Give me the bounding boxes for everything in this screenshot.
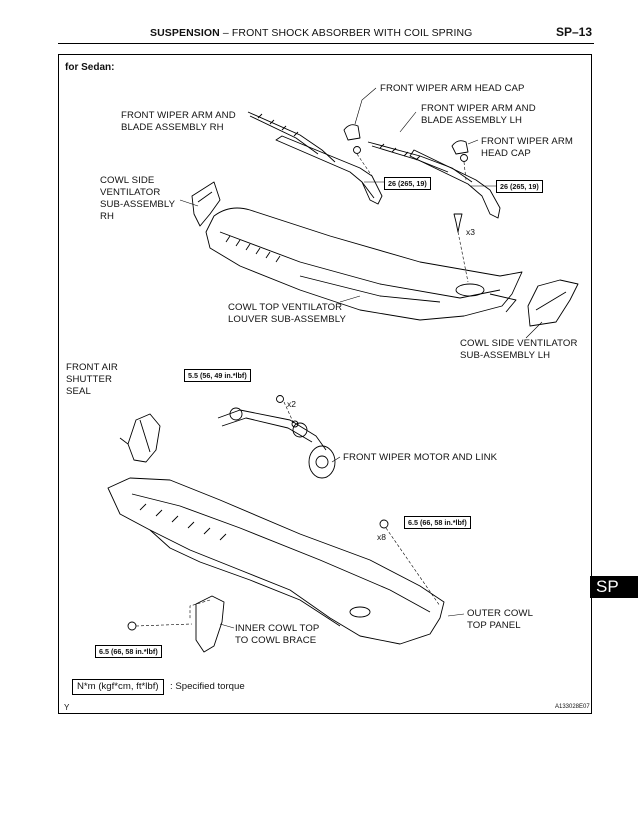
cowl-side-lh-drawing [527,279,579,327]
cowl-side-rh-drawing [191,181,221,227]
torque-panel: 6.5 (66, 58 in.*lbf) [404,516,471,529]
leader-louver [339,295,361,303]
variant-label: for Sedan: [65,62,115,73]
shutter-seal-drawing [119,413,161,463]
label-outer-panel: OUTER COWL TOP PANEL [467,608,534,631]
diagram-frame [58,54,592,714]
qty-clip: x3 [466,227,475,237]
torque-motor: 5.5 (56, 49 in.*lbf) [184,369,251,382]
torque-legend-unit: N*m (kgf*cm, ft*lbf) [72,679,164,695]
panel-bolt-drawing [379,519,389,529]
label-cowl-top-louver: COWL TOP VENTILATOR LOUVER SUB-ASSEMBLY [228,302,346,325]
head-cap-top-drawing [343,124,361,141]
label-arm-blade-rh: FRONT WIPER ARM AND BLADE ASSEMBLY RH [121,110,236,133]
header-section: SUSPENSION [150,27,220,39]
leader-cowl-side-lh [525,321,543,339]
header-rule [58,43,594,44]
label-cowl-side-lh: COWL SIDE VENTILATOR SUB-ASSEMBLY LH [460,338,578,361]
qty-panel-bolt: x8 [377,532,386,542]
outer-panel-drawing [107,477,445,645]
leader-motor [331,456,341,463]
inner-brace-drawing [195,595,225,653]
leader-inner-brace [219,623,235,629]
header-separator: – [222,27,229,39]
page-number: SP–13 [556,25,593,39]
torque-arm-lh: 26 (265, 19) [496,180,543,193]
figure-id: A133028E07 [555,704,590,710]
head-cap-lh-drawing [451,140,469,155]
leader-outer-panel [447,613,465,617]
nut-rh-drawing [353,146,361,154]
torque-legend-text: : Specified torque [170,681,245,692]
brace-bolt-drawing [127,621,137,631]
label-cowl-side-rh: COWL SIDE VENTILATOR SUB-ASSEMBLY RH [100,175,176,222]
header-subject: FRONT SHOCK ABSORBER WITH COIL SPRING [231,27,473,39]
leader-arm-lh [399,111,417,133]
label-motor-link: FRONT WIPER MOTOR AND LINK [343,452,498,463]
torque-brace: 6.5 (66, 58 in.*lbf) [95,645,162,658]
clip-drawing [453,213,463,233]
page-header-title: SUSPENSION – FRONT SHOCK ABSORBER WITH C… [150,27,472,39]
label-arm-blade-lh: FRONT WIPER ARM AND BLADE ASSEMBLY LH [421,103,536,126]
label-head-cap-lh: FRONT WIPER ARM HEAD CAP [481,136,573,159]
leader-cowl-side-rh [179,199,199,207]
label-inner-brace: INNER COWL TOP TO COWL BRACE [235,623,320,646]
torque-arm-rh: 26 (265, 19) [384,177,431,190]
leader-head-cap-lh [467,139,479,145]
wiper-arm-rh-drawing [247,111,383,205]
section-tab: SP [590,576,638,598]
qty-motor-bolt: x2 [287,399,296,409]
nut-lh-drawing [460,154,468,162]
motor-link-drawing [217,395,336,479]
label-shutter-seal: FRONT AIR SHUTTER SEAL [66,362,118,397]
label-head-cap-top: FRONT WIPER ARM HEAD CAP [380,83,525,94]
louver-drawing [205,207,523,321]
footer-code: Y [64,703,70,712]
wiper-arm-lh-drawing [367,141,501,219]
leader-head-cap-top [354,87,377,125]
